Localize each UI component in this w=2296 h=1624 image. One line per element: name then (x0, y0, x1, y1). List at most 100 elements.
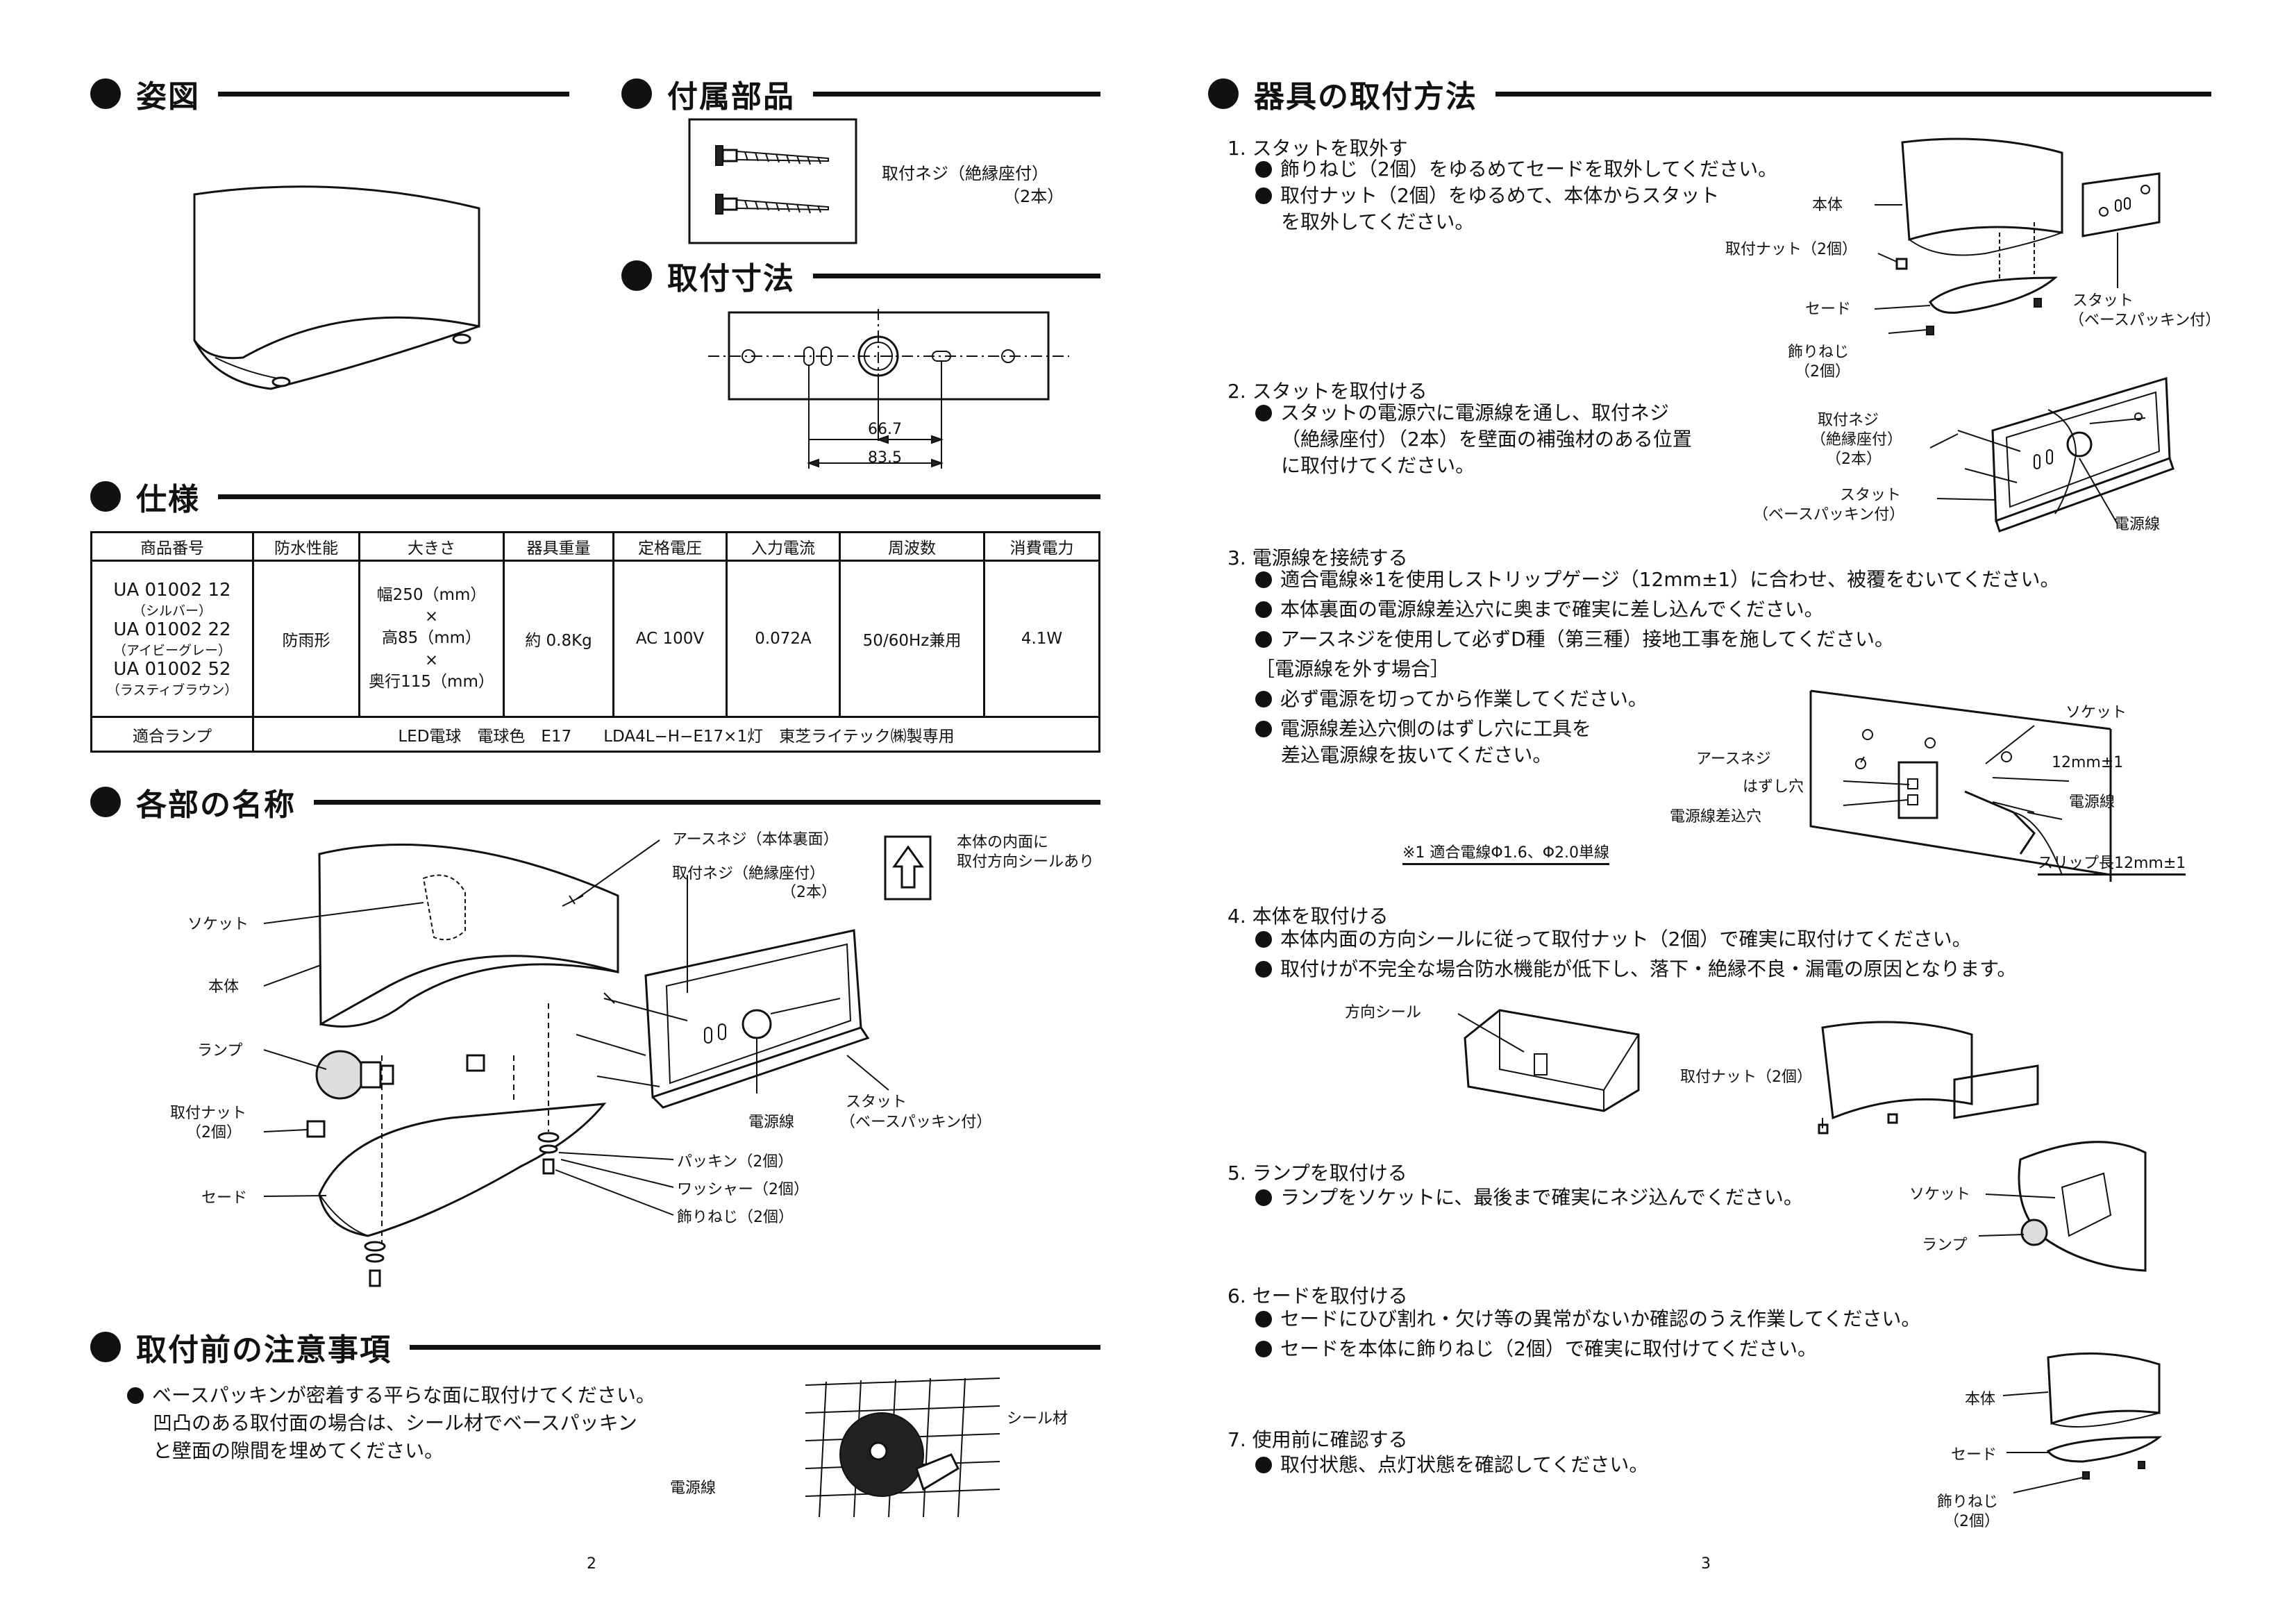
step-7-bullet: 取付状態、点灯状態を確認してください。 (1255, 1451, 1648, 1480)
weight-cell: 約 0.8Kg (503, 560, 614, 718)
section-title: 姿図 (136, 79, 200, 115)
text: ベースパッキンが密着する平らな面に取付けてください。 (152, 1384, 655, 1407)
step-1-bullet: 飾りねじ（2個）をゆるめてセードを取外してください。 (1255, 156, 1777, 184)
section-title: 取付前の注意事項 (136, 1332, 392, 1368)
bullet-dot (1255, 1311, 1272, 1328)
step-1-label-shade: セード (1805, 301, 1852, 318)
step-1-bullet: 取付ナット（2個）をゆるめて、本体からスタット (1255, 182, 1719, 210)
spec-table: 商品番号 防水性能 大きさ 器具重量 定格電圧 入力電流 周波数 消費電力 UA… (90, 531, 1100, 753)
text: 取付状態、点灯状態を確認してください。 (1280, 1453, 1649, 1476)
accessory-count: （2本） (1003, 187, 1064, 206)
label-nut: 取付ナット (170, 1105, 247, 1122)
label-shade: セード (201, 1189, 248, 1207)
label-power-wire: 電源線 (748, 1114, 795, 1131)
step-2-cont: に取付けてください。 (1281, 454, 1475, 477)
step-2-label-stud: スタット (1840, 487, 1902, 504)
step-1-label-deco: 飾りねじ (1788, 344, 1850, 361)
step-2-label-screw: 取付ネジ (1818, 412, 1879, 429)
label-stud: スタット (846, 1094, 907, 1111)
step-3-label-earth: アースネジ (1696, 751, 1771, 768)
label-note-line1: 本体の内面に (957, 834, 1049, 851)
model-code: UA 01002 22 (113, 619, 231, 640)
step-3-remove-bullet: 必ず電源を切ってから作業してください。 (1255, 685, 1648, 714)
bullet-dot (1208, 78, 1239, 109)
label-lamp: ランプ (197, 1042, 243, 1060)
label-mount-screw-count: （2本） (781, 884, 837, 901)
step-4-label-nut: 取付ナット（2個） (1680, 1069, 1812, 1086)
step-3-illustration (1809, 689, 2112, 882)
dimension-66-7: 66.7 (868, 421, 902, 438)
size-line: × (424, 651, 439, 669)
step-7-title: 7. 使用前に確認する (1227, 1428, 1408, 1451)
header-cell: 防水性能 (252, 531, 360, 562)
text: 電源線差込穴側のはずし穴に工具を (1280, 717, 1592, 740)
step-6-label-deco-count: （2個） (1944, 1513, 2000, 1530)
text: スタットの電源穴に電源線を通し、取付ネジ (1280, 401, 1670, 424)
step-3-bullet: アースネジを使用して必ずD種（第三種）接地工事を施してください。 (1255, 626, 1894, 654)
step-2-bullet: スタットの電源穴に電源線を通し、取付ネジ (1255, 399, 1669, 428)
model-color: （アイビーグレー） (112, 642, 232, 658)
step-2-label-wire: 電源線 (2114, 516, 2161, 533)
bullet-dot (127, 1387, 144, 1404)
step-6-label-body: 本体 (1965, 1391, 1996, 1408)
bullet-dot (90, 787, 121, 817)
size-cell: 幅250（mm） × 高85（mm） × 奥行115（mm） (358, 560, 505, 718)
lamp-label-cell: 適合ランプ (90, 716, 254, 753)
text: 必ず電源を切ってから作業してください。 (1280, 687, 1648, 710)
label-seal: シール材 (1007, 1410, 1069, 1428)
label-wire: 電源線 (670, 1480, 717, 1497)
section-title: 取付寸法 (667, 261, 795, 296)
dimension-83-5: 83.5 (868, 449, 902, 467)
bullet-dot (1255, 721, 1272, 737)
section-title: 各部の名称 (136, 787, 296, 823)
label-socket: ソケット (187, 916, 249, 933)
step-3-label-release: はずし穴 (1743, 778, 1804, 796)
label-packing: パッキン（2個） (677, 1153, 794, 1171)
step-6-label-shade: セード (1951, 1446, 1997, 1464)
header-cell: 器具重量 (503, 531, 614, 562)
screw-icon (715, 194, 829, 215)
step-2-illustration (1929, 377, 2175, 533)
label-stud-packing: （ベースパッキン付） (840, 1114, 992, 1131)
bullet-dot (621, 78, 652, 109)
header-cell: 消費電力 (983, 531, 1100, 562)
model-cell: UA 01002 12 （シルバー） UA 01002 22 （アイビーグレー）… (90, 560, 254, 718)
section-title: 仕様 (136, 482, 200, 517)
label-nut-count: （2個） (186, 1124, 242, 1141)
step-5-title: 5. ランプを取付ける (1227, 1162, 1407, 1184)
text: アースネジを使用して必ずD種（第三種）接地工事を施してください。 (1280, 628, 1894, 651)
header-cell: 入力電流 (726, 531, 841, 562)
step-3-label-socket: ソケット (2065, 704, 2127, 721)
section-rule (813, 273, 1100, 278)
bullet-dot (1255, 161, 1272, 178)
parts-exploded-diagram (263, 835, 932, 1287)
bullet-dot (1255, 405, 1272, 421)
bullet-dot (1255, 931, 1272, 948)
section-header-appearance: 姿図 (90, 69, 569, 118)
accessory-screws-box (688, 118, 857, 244)
text: ランプをソケットに、最後まで確実にネジ込んでください。 (1280, 1186, 1803, 1209)
bullet-dot (1255, 631, 1272, 648)
step-2-label-screw-count: （2本） (1826, 451, 1882, 468)
header-cell: 大きさ (358, 531, 505, 562)
step-4-label-seal: 方向シール (1345, 1004, 1422, 1021)
step-3-label-insert: 電源線差込穴 (1670, 808, 1762, 826)
text: 適合電線※1を使用しストリップゲージ（12mm±1）に合わせ、被覆をむいてくださ… (1280, 568, 2060, 591)
step-2-label-screw-insul: （絶縁座付） (1811, 431, 1903, 449)
model-color: （シルバー） (132, 603, 212, 619)
step-4-bullet: 本体内面の方向シールに従って取付ナット（2個）で確実に取付けてください。 (1255, 926, 1972, 954)
text: 本体裏面の電源線差込穴に奥まで確実に差し込んでください。 (1280, 598, 1824, 621)
size-line: 幅250（mm） (376, 586, 487, 605)
section-header-precautions: 取付前の注意事項 (90, 1323, 1100, 1371)
section-header-mount-dims: 取付寸法 (621, 251, 1100, 300)
model-code: UA 01002 52 (113, 658, 231, 680)
header-cell: 商品番号 (90, 531, 254, 562)
text: 本体内面の方向シールに従って取付ナット（2個）で確実に取付けてください。 (1280, 928, 1972, 951)
label-note-line2: 取付方向シールあり (957, 853, 1095, 871)
step-3-bullet: 本体裏面の電源線差込穴に奥まで確実に差し込んでください。 (1255, 596, 1824, 624)
page-number: 2 (587, 1555, 596, 1573)
step-4-illustration (1457, 1009, 2039, 1135)
bullet-dot (1255, 1341, 1272, 1357)
step-5-bullet: ランプをソケットに、最後まで確実にネジ込んでください。 (1255, 1184, 1803, 1212)
step-3-remove-heading: ［電源線を外す場合］ (1255, 658, 1450, 680)
